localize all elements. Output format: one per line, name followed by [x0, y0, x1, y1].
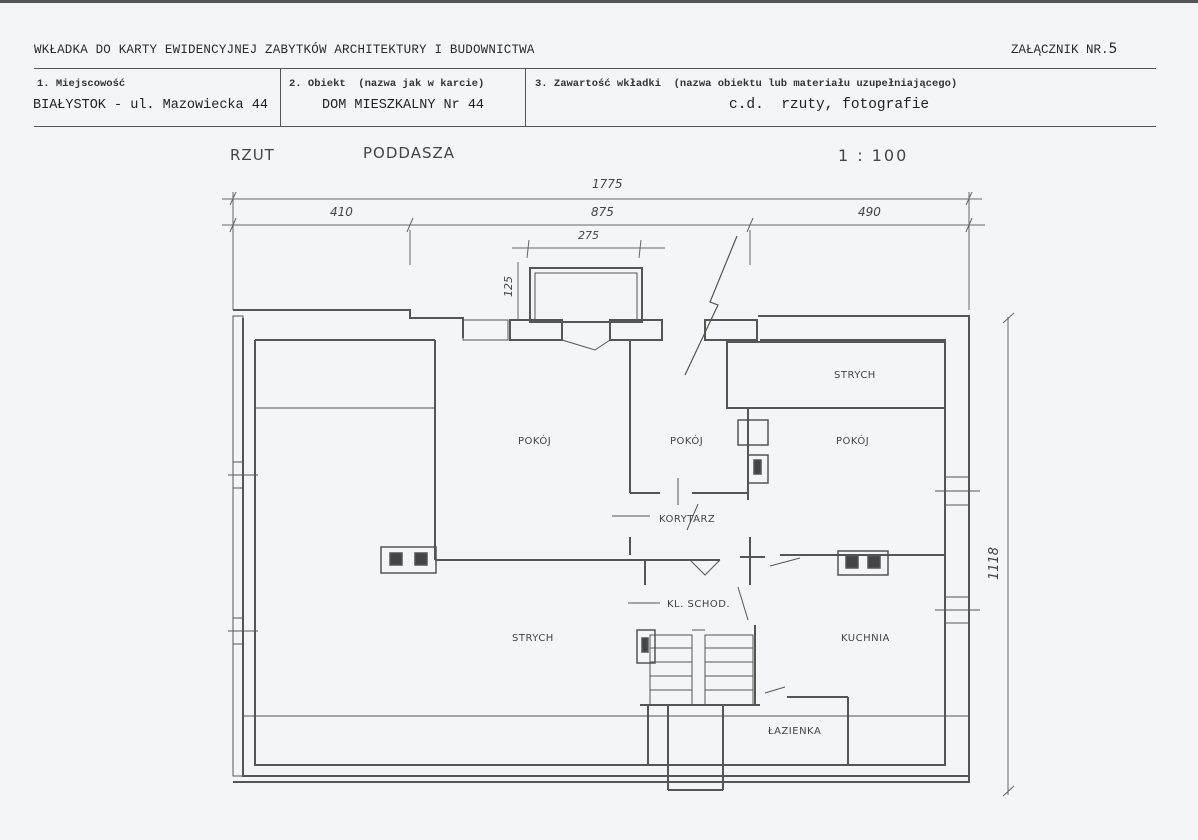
room-klatka-schodowa: KL. SCHOD.: [667, 599, 731, 610]
locality-value: BIAŁYSTOK - ul. Mazowiecka 44: [33, 98, 268, 113]
room-korytarz: KORYTARZ: [659, 514, 716, 525]
header-divider-bottom: [34, 126, 1156, 127]
dim-total-depth: 1118: [987, 546, 1003, 581]
field-divider-2: [525, 68, 526, 126]
annex-value: 5: [1108, 41, 1118, 57]
scan-edge: [0, 0, 1198, 3]
dim-total-width: 1775: [592, 177, 623, 191]
annex-label: ZAŁĄCZNIK NR.: [1011, 43, 1109, 57]
object-label: 2. Obiekt (nazwa jak w karcie): [289, 78, 485, 90]
room-pokoj-1: POKÓJ: [518, 436, 552, 447]
drawing-scale: 1 : 100: [838, 146, 909, 165]
drawing-title-right: PODDASZA: [363, 144, 456, 162]
contents-value: c.d. rzuty, fotografie: [729, 97, 930, 113]
room-pokoj-2: POKÓJ: [670, 436, 704, 447]
dim-middle: 875: [591, 205, 614, 219]
room-kuchnia: KUCHNIA: [841, 633, 890, 644]
document-title: WKŁADKA DO KARTY EWIDENCYJNEJ ZABYTKÓW A…: [34, 43, 535, 57]
dim-bay-depth: 125: [502, 276, 515, 297]
annex-number: ZAŁĄCZNIK NR.5: [1011, 41, 1117, 57]
contents-label: 3. Zawartość wkładki (nazwa obiektu lub …: [535, 78, 958, 90]
room-pokoj-3: POKÓJ: [836, 436, 870, 447]
dim-bay-width: 275: [578, 229, 599, 242]
dim-left: 410: [330, 205, 353, 219]
room-lazienka: ŁAZIENKA: [768, 726, 822, 737]
field-divider-1: [280, 68, 281, 126]
room-strych-top: STRYCH: [834, 370, 876, 381]
room-strych-main: STRYCH: [512, 633, 554, 644]
locality-label: 1. Miejscowość: [37, 78, 126, 90]
drawing-title-left: RZUT: [230, 146, 275, 164]
header-divider-top: [34, 68, 1156, 69]
object-value: DOM MIESZKALNY Nr 44: [322, 98, 485, 113]
dim-right: 490: [858, 205, 881, 219]
